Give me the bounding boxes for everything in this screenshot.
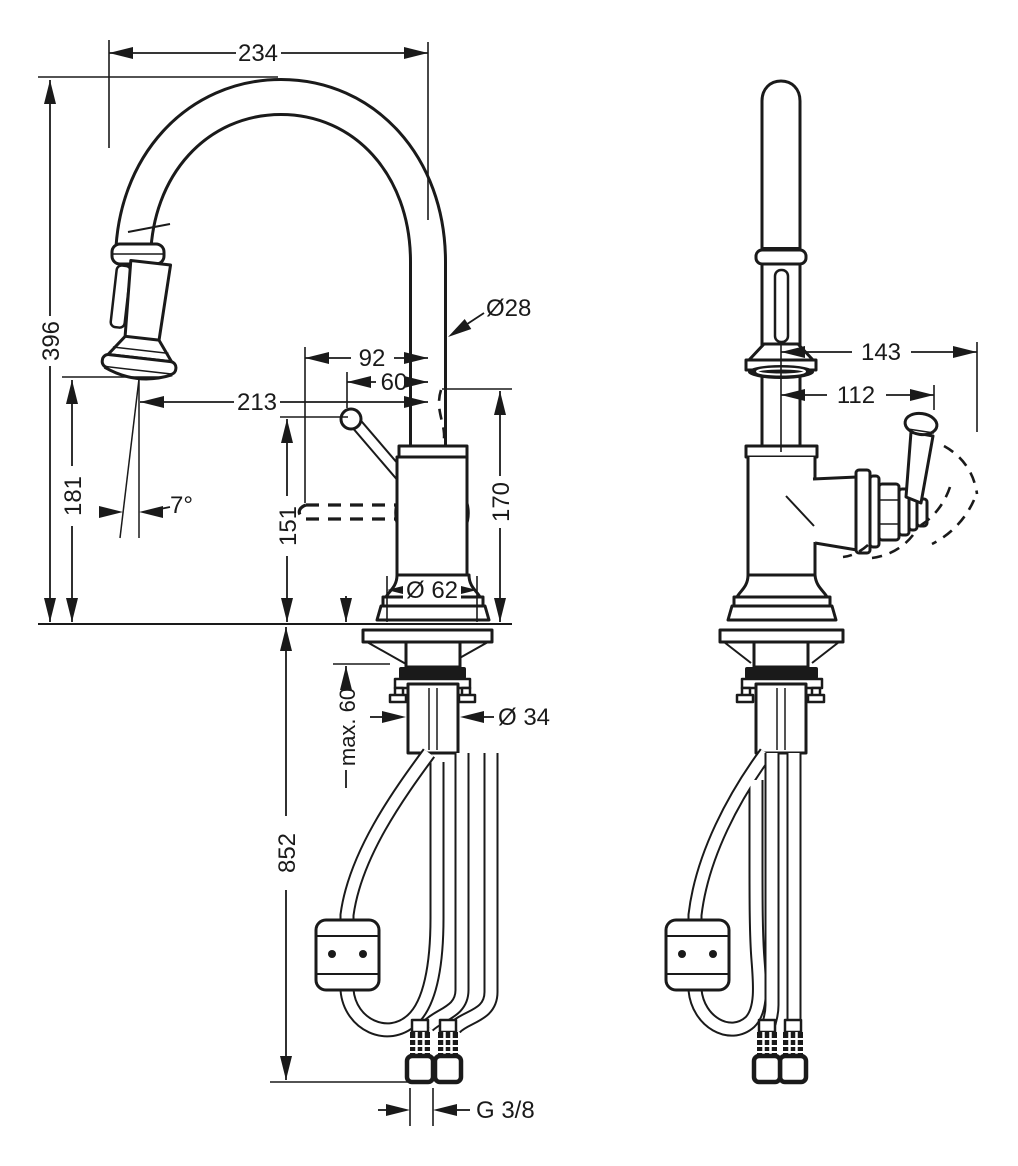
dim-label-spray-angle: 7° bbox=[170, 492, 193, 519]
dim-hose-length: 852 bbox=[270, 627, 408, 1083]
dim-label-spout-reach: 234 bbox=[238, 40, 278, 67]
dim-side-reach-143: 143 bbox=[780, 339, 978, 452]
dim-label-outlet-clearance: 181 bbox=[60, 476, 87, 516]
dim-label-projection-outlet: 213 bbox=[237, 389, 277, 416]
spray-head-slot bbox=[773, 268, 790, 344]
side-view-faucet bbox=[664, 79, 979, 1085]
handle-swing-dashed bbox=[943, 444, 979, 495]
dim-projection-outlet: 213 bbox=[140, 389, 428, 416]
dim-label-spout-height: 396 bbox=[38, 321, 65, 361]
dim-label-pipe-diameter: Ø28 bbox=[486, 295, 531, 322]
dim-shank-diameter: Ø 34 bbox=[370, 704, 550, 731]
mounting-hardware bbox=[361, 628, 494, 755]
hoses bbox=[339, 748, 499, 1038]
faucet-body-side bbox=[726, 411, 979, 622]
dim-label-shank-diameter: Ø 34 bbox=[498, 704, 550, 731]
dim-label-supply-thread: G 3/8 bbox=[476, 1097, 535, 1124]
dim-base-diameter: Ø 62 bbox=[386, 576, 478, 622]
threaded-shank bbox=[406, 682, 460, 755]
dim-offset-60: 60 bbox=[346, 369, 428, 408]
dim-label-body-height: 170 bbox=[488, 482, 515, 522]
dim-label-side-reach-112: 112 bbox=[837, 382, 875, 409]
supply-connectors bbox=[404, 1018, 464, 1085]
hose-weight bbox=[314, 918, 381, 992]
dim-max-counter: max. 60 bbox=[333, 596, 390, 788]
dim-outlet-clearance: 181 bbox=[60, 376, 163, 622]
dim-label-side-reach-143: 143 bbox=[861, 339, 901, 366]
pulled-hose-dashed bbox=[297, 503, 399, 521]
dimension-annotations: 234 396 181 7° bbox=[38, 40, 978, 1126]
dim-body-height: 170 bbox=[442, 388, 515, 622]
dim-side-reach-112: 112 bbox=[781, 382, 935, 410]
front-view-faucet bbox=[38, 77, 512, 1085]
dim-offset-92: 92 bbox=[304, 345, 428, 503]
dim-label-offset-92: 92 bbox=[359, 345, 386, 372]
dim-label-base-diameter: Ø 62 bbox=[406, 577, 458, 604]
dim-label-handle-height: 151 bbox=[275, 506, 302, 546]
dim-pipe-diameter: Ø28 bbox=[448, 295, 531, 337]
handle-knob bbox=[339, 407, 363, 431]
handle-lever-side bbox=[904, 430, 935, 505]
dim-spout-reach: 234 bbox=[108, 40, 429, 220]
dim-label-offset-60: 60 bbox=[381, 369, 408, 396]
dim-handle-height: 151 bbox=[275, 416, 348, 622]
dim-spray-angle: 7° bbox=[99, 378, 193, 539]
supply-connectors-side bbox=[751, 1018, 809, 1085]
dim-label-max-counter: max. 60 bbox=[335, 688, 360, 766]
dim-supply-thread: G 3/8 bbox=[378, 1088, 535, 1126]
spray-head bbox=[100, 242, 178, 381]
dim-label-hose-length: 852 bbox=[274, 833, 301, 873]
hose-weight-side bbox=[664, 918, 731, 992]
mounting-hardware-side bbox=[718, 628, 845, 755]
dim-spout-height: 396 bbox=[38, 76, 278, 622]
